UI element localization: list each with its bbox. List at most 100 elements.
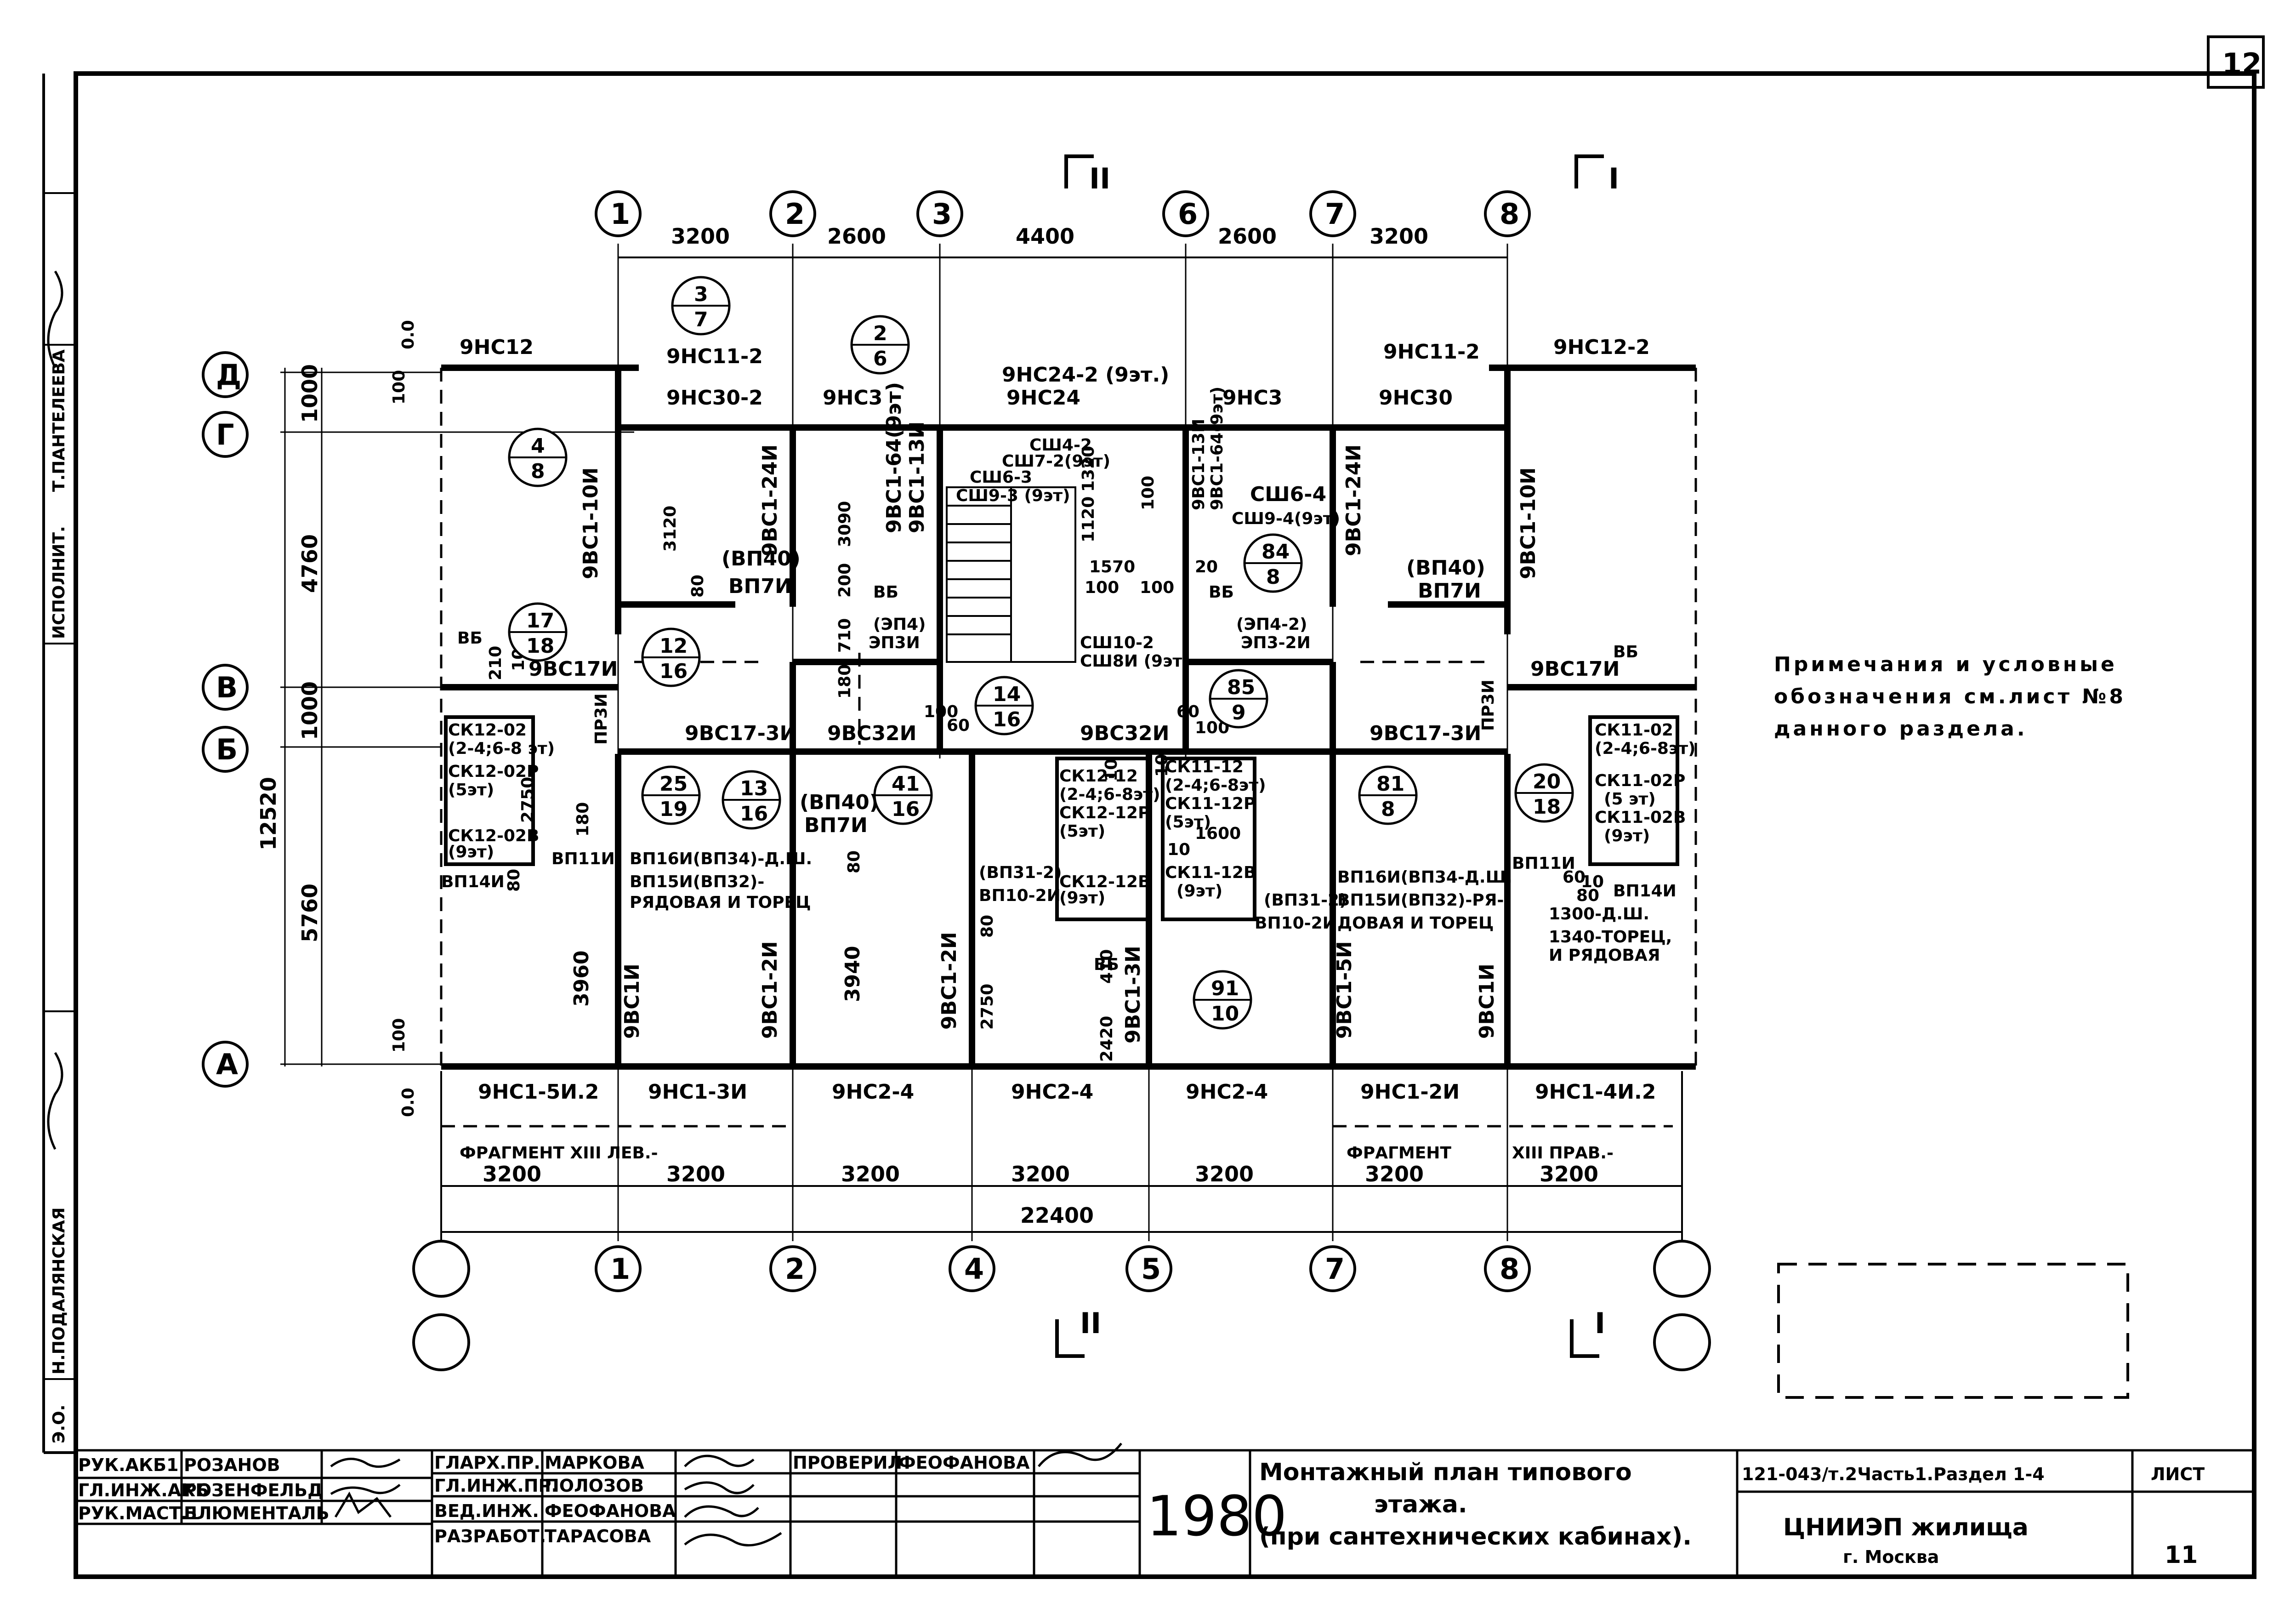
axis-bottom-2: 2 xyxy=(785,1252,805,1286)
sanitary-cabins xyxy=(444,715,1679,921)
cabin-10: (5 эт) xyxy=(1604,790,1656,809)
sd-8: 1120 xyxy=(1079,496,1098,542)
sd-36: 10 xyxy=(1581,872,1604,891)
fragment-right: ФРАГМЕНТ xyxy=(1347,1144,1451,1163)
callout-10-bottom: 16 xyxy=(740,802,768,826)
tb-name-4: МАРКОВА xyxy=(545,1453,644,1473)
wall-inner-19: 9ВС1-5И xyxy=(1333,941,1356,1039)
slab-10: ВП16И(ВП34-Д.Ш. xyxy=(1337,868,1512,887)
tb-role-4: ГЛАРХ.ПР. xyxy=(434,1453,540,1473)
cabin-3: СК12-02Р xyxy=(448,762,539,781)
wall-9NS3-right: 9НС3 xyxy=(1222,386,1282,410)
wall-9NS30: 9НС30 xyxy=(1379,386,1453,410)
slab-8: ВП15И(ВП32)- xyxy=(630,872,764,891)
sd-15: 60 xyxy=(1176,702,1199,721)
wall-9NS12: 9НС12 xyxy=(460,336,534,359)
tb-title-1: Монтажный план типового xyxy=(1259,1459,1632,1486)
tb-check-role: ПРОВЕРИЛ xyxy=(793,1453,902,1473)
sd-32: 1600 xyxy=(1195,824,1241,843)
wall-inner-12: 9ВС32И xyxy=(1080,722,1170,745)
sd-10: 100 xyxy=(1085,578,1119,597)
cabin-6: (9эт) xyxy=(448,843,494,861)
tb-role-6: ВЕД.ИНЖ. xyxy=(434,1501,539,1521)
cabin-12: (9эт) xyxy=(1604,827,1650,845)
sd-20: 180 xyxy=(574,802,592,837)
callout-14-bottom: 10 xyxy=(1211,1002,1239,1026)
stair-11: (ЭП4-2) xyxy=(1236,615,1307,634)
axis-row-D: Д xyxy=(216,358,241,392)
axis-top-3: 3 xyxy=(932,197,952,231)
callout-2-top: 2 xyxy=(873,322,887,345)
dim-bottom-2: 3200 xyxy=(666,1162,725,1186)
sd-13: 20 xyxy=(1195,558,1218,576)
cabin-13: СК12-12 xyxy=(1059,767,1138,786)
slab-4: ВП7И xyxy=(1418,579,1481,603)
wall-9NS12-2: 9НС12-2 xyxy=(1553,336,1650,359)
sd-9: 1570 xyxy=(1089,558,1135,576)
wall-inner-11: 9ВС32И xyxy=(827,722,917,745)
cabin-17: СК12-12В xyxy=(1059,872,1150,891)
wall-inner-4: 9ВС1-13И xyxy=(905,422,929,533)
axis-bottom-5: 5 xyxy=(1141,1252,1161,1286)
stair-17: ВБ xyxy=(1094,955,1119,974)
cabin-18: (9эт) xyxy=(1059,889,1105,907)
wall-inner-1: 9ВС1-10И xyxy=(579,467,602,579)
stair-6: СШ9-4(9эт) xyxy=(1232,509,1340,528)
axis-bottom-4: 4 xyxy=(964,1252,984,1286)
sd-14: 60 xyxy=(947,716,970,735)
notes-line-1: Примечания и условные xyxy=(1774,653,2117,676)
tb-role-5: ГЛ.ИНЖ.ПР. xyxy=(434,1476,558,1496)
sd-2: 3090 xyxy=(835,501,854,547)
callout-12-bottom: 8 xyxy=(1381,798,1395,821)
slab-5: (ВП40) xyxy=(800,791,879,814)
wall-bottom-1: 9НС1-5И.2 xyxy=(478,1080,599,1104)
dim-bottom-7: 3200 xyxy=(1540,1162,1598,1186)
stair-flights xyxy=(946,486,1076,663)
section-bottom-right: I xyxy=(1595,1306,1605,1340)
tb-name-3: БЛЮМЕНТАЛЬ xyxy=(184,1503,330,1523)
stair-3: СШ6-3 xyxy=(970,468,1032,487)
callout-14-top: 91 xyxy=(1211,977,1239,1000)
callout-11-bottom: 16 xyxy=(892,798,920,821)
sd-27: 2420 xyxy=(1097,1016,1116,1062)
cabin-4: (5эт) xyxy=(448,781,494,799)
slab-7: ВП16И(ВП34)-Д.Ш. xyxy=(630,849,812,868)
cabin-1: СК12-02 xyxy=(448,721,527,740)
sd-30: 10 xyxy=(1102,758,1121,781)
sd-6: 180 xyxy=(835,664,854,699)
axis-bottom-1: 1 xyxy=(610,1252,630,1286)
tb-role-1: РУК.АКБ1 xyxy=(78,1455,179,1475)
section-marks xyxy=(1055,154,1604,1358)
cabin-24: (9эт) xyxy=(1176,882,1222,901)
wall-9NS11-2-right: 9НС11-2 xyxy=(1383,340,1480,364)
wall-inner-15: 9ВС1И xyxy=(620,963,644,1039)
exterior-walls xyxy=(441,365,1696,1070)
callout-4-bottom: 18 xyxy=(526,634,554,658)
slab-12: ДОВАЯ И ТОРЕЦ xyxy=(1337,914,1494,933)
tb-year: 1980 xyxy=(1147,1485,1287,1549)
callout-13-bottom: 18 xyxy=(1533,795,1561,819)
wall-inner-8: 9ВС1-10И xyxy=(1517,467,1540,579)
sd-11: 100 xyxy=(1140,578,1174,597)
callout-4-top: 17 xyxy=(526,609,554,633)
stair-7: СШ10-2 xyxy=(1080,633,1154,652)
cabin-19: СК11-12 xyxy=(1165,758,1244,776)
dim-left-5760: 5760 xyxy=(297,884,322,942)
section-top-left: II xyxy=(1089,162,1110,195)
slab-15: (ВП31-2) xyxy=(1264,891,1347,910)
row-axis-markers xyxy=(202,351,249,1088)
tb-role-3: РУК.МАСТ.1 xyxy=(78,1503,200,1523)
dim-top-5: 3200 xyxy=(1370,224,1428,249)
wall-9NS11-2-left: 9НС11-2 xyxy=(666,345,763,368)
cabin-5: СК12-02В xyxy=(448,827,539,845)
margin-panteleeva: Т.ПАНТЕЛЕЕВА xyxy=(50,349,68,492)
cabin-22: (5эт) xyxy=(1165,813,1211,832)
callout-1-top: 3 xyxy=(694,283,708,306)
axis-row-G: Г xyxy=(216,418,234,451)
callout-7-top: 85 xyxy=(1227,676,1255,699)
dim-bottom-6: 3200 xyxy=(1365,1162,1424,1186)
slab-23: И РЯДОВАЯ xyxy=(1549,946,1660,965)
sd-16: 100 xyxy=(924,702,958,721)
level-mark-bottom: 0.0 xyxy=(399,1088,418,1117)
sd-21: 80 xyxy=(505,869,523,892)
